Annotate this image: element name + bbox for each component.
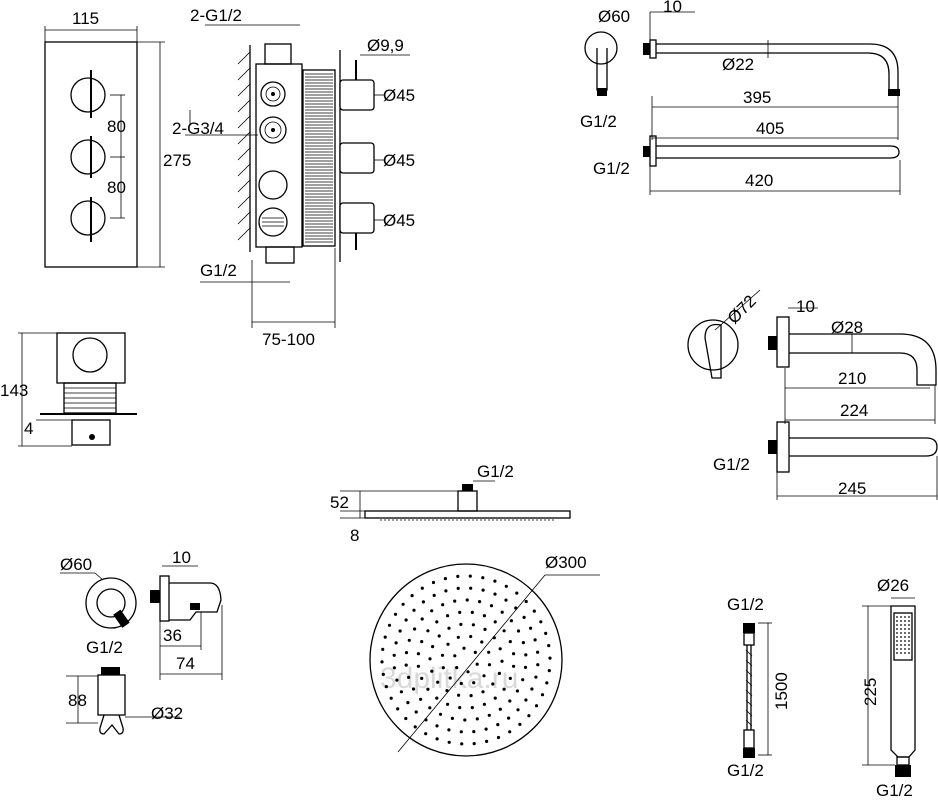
dim-panel-height: 275	[163, 151, 191, 170]
shower-arm-top-view: G1/2 420	[593, 135, 901, 195]
dim-knob-diameter-1: Ø45	[383, 86, 415, 105]
dim-outlet-flange: Ø60	[60, 555, 92, 574]
dim-arm-top-length: 420	[745, 171, 773, 190]
dim-knob-diameter-2: Ø45	[383, 151, 415, 170]
thermostat-panel-front: 115 275 80 80	[44, 9, 191, 268]
control-knob	[70, 70, 106, 118]
dim-knob-diameter-3: Ø45	[383, 211, 415, 230]
dim-hose-length: 1500	[772, 672, 791, 710]
bath-spout: Ø72 10 Ø28 210 224	[687, 289, 937, 424]
dim-hand-length: 225	[861, 678, 880, 706]
dim-arm-top-thread: G1/2	[593, 159, 630, 178]
dim-knob-spacing-2: 80	[107, 178, 126, 197]
dim-hose-thread-bottom: G1/2	[727, 761, 764, 780]
dim-holder-diameter: Ø32	[151, 704, 183, 723]
bath-spout-top-view: G1/2 245	[713, 421, 938, 500]
hand-shower: Ø26 225 G1/2	[861, 576, 916, 800]
concealed-valve-body: 2-G1/2 2-G3/4 G1/2 75-100 Ø9,9 Ø45 Ø45 Ø…	[172, 6, 415, 349]
shower-hose: G1/2 G1/2 1500	[727, 595, 791, 780]
dim-knob-spacing-1: 80	[107, 117, 126, 136]
panel-plate	[44, 41, 138, 268]
threaded-sleeve	[302, 69, 336, 247]
nozzle-pattern	[380, 574, 552, 746]
dim-spindle-diameter: Ø9,9	[367, 36, 404, 55]
dim-spout-diameter: Ø28	[831, 318, 863, 337]
head-disc	[369, 563, 563, 757]
inlet-port	[260, 81, 286, 107]
dim-spout-top-thread: G1/2	[713, 455, 750, 474]
dim-arm-diameter: Ø22	[722, 55, 754, 74]
spout-flange	[687, 319, 739, 371]
dim-flange-diameter: Ø60	[598, 7, 630, 26]
dim-arm-thread: G1/2	[580, 112, 617, 131]
wall-shower-arm: Ø60 10 Ø22 395 405 G1/2	[580, 0, 900, 140]
hand-shower-nozzles	[896, 616, 910, 654]
dim-spout-top-length: 245	[838, 479, 866, 498]
dim-holder-height: 88	[68, 691, 87, 710]
dim-outlet-side-offset: 36	[163, 626, 182, 645]
control-knob	[70, 136, 106, 178]
dim-spout-flange: Ø72	[724, 291, 760, 327]
rain-shower-head-top: Ø300	[369, 553, 600, 757]
dim-outlet-side-length: 74	[176, 654, 195, 673]
dim-head-thread: G1/2	[477, 462, 514, 481]
dim-plate-thickness: 4	[24, 419, 33, 438]
wall-outlet-elbow: Ø60 G1/2	[60, 555, 137, 657]
dim-head-thickness: 8	[350, 526, 359, 545]
dim-spout-projection: 210	[838, 369, 866, 388]
dim-hand-diameter: Ø26	[877, 576, 909, 595]
outlet-port	[259, 116, 287, 144]
dim-installation-depth: 75-100	[262, 330, 315, 349]
dim-hand-thread: G1/2	[876, 781, 913, 800]
dim-spout-depth: 10	[796, 297, 815, 316]
arm-flange	[584, 31, 618, 65]
dim-outlet-thread: G1/2	[86, 638, 123, 657]
rain-shower-head-side: G1/2 52 8	[330, 462, 571, 545]
dim-spout-total: 224	[840, 401, 868, 420]
dim-panel-width: 115	[72, 9, 99, 28]
dim-arm-projection: 395	[743, 88, 771, 107]
dim-box-depth: 143	[0, 381, 28, 400]
dim-arm-total: 405	[756, 119, 784, 138]
dim-flange-depth: 10	[663, 0, 682, 16]
dim-outlet-thread: 2-G3/4	[172, 119, 224, 138]
dim-bottom-thread: G1/2	[200, 261, 237, 280]
dim-hose-thread-top: G1/2	[727, 595, 764, 614]
dim-outlet-side-depth: 10	[172, 548, 191, 567]
dim-inlet-thread: 2-G1/2	[190, 6, 242, 25]
dim-head-diameter: Ø300	[545, 553, 587, 572]
valve-box-side-view: 143 4	[0, 332, 137, 447]
wall-outlet-side: 10 36 74	[150, 548, 223, 680]
hand-shower-holder: 88 Ø32	[66, 667, 183, 735]
dim-head-height: 52	[330, 493, 349, 512]
control-knob	[70, 197, 106, 242]
